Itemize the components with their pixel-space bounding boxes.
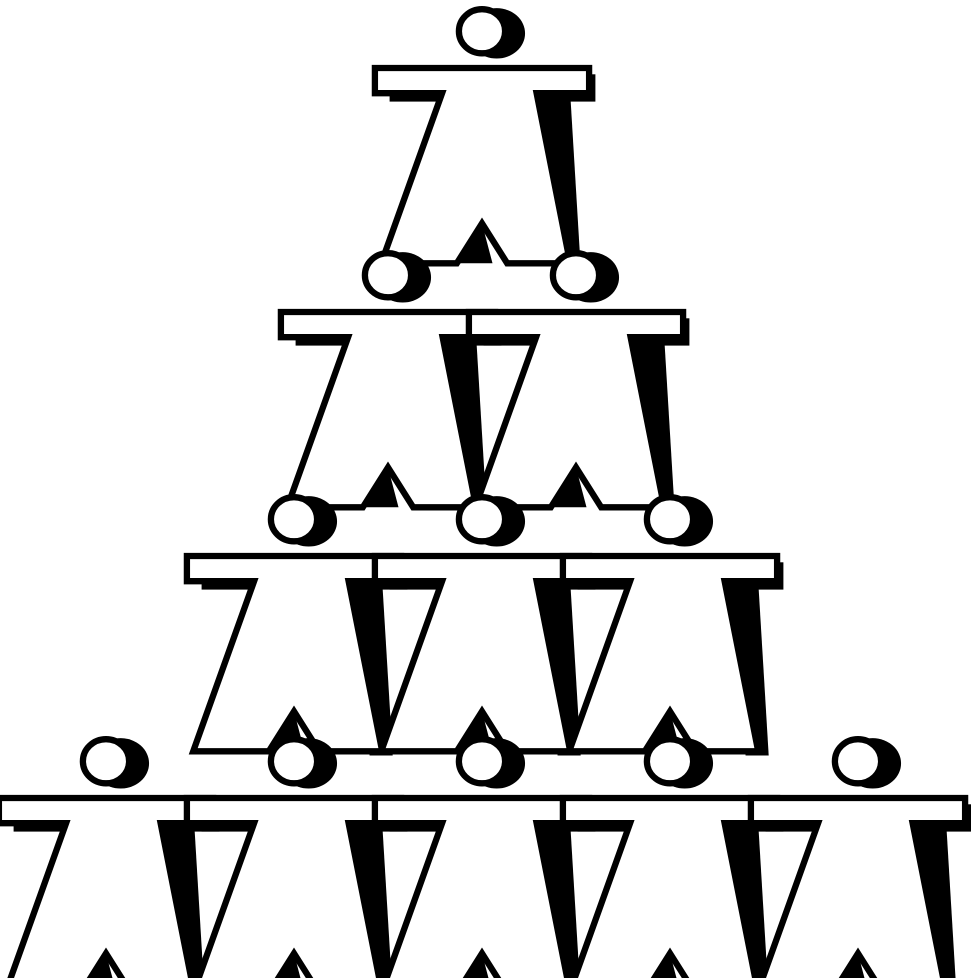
person-figure-row3-1 [187, 496, 407, 755]
person-figure-row4-2 [187, 738, 407, 978]
person-figure-row2-2 [469, 252, 690, 511]
person-figure-row4-5 [751, 738, 971, 978]
person-figure-row2-1 [281, 252, 502, 511]
person-figure-row1-1 [375, 8, 596, 267]
person-figure-row4-1 [0, 738, 219, 978]
person-figure-row3-3 [563, 496, 784, 755]
person-figure-row3-2 [375, 496, 596, 755]
person-figure-row4-3 [375, 738, 596, 978]
person-figure-row4-4 [563, 738, 784, 978]
